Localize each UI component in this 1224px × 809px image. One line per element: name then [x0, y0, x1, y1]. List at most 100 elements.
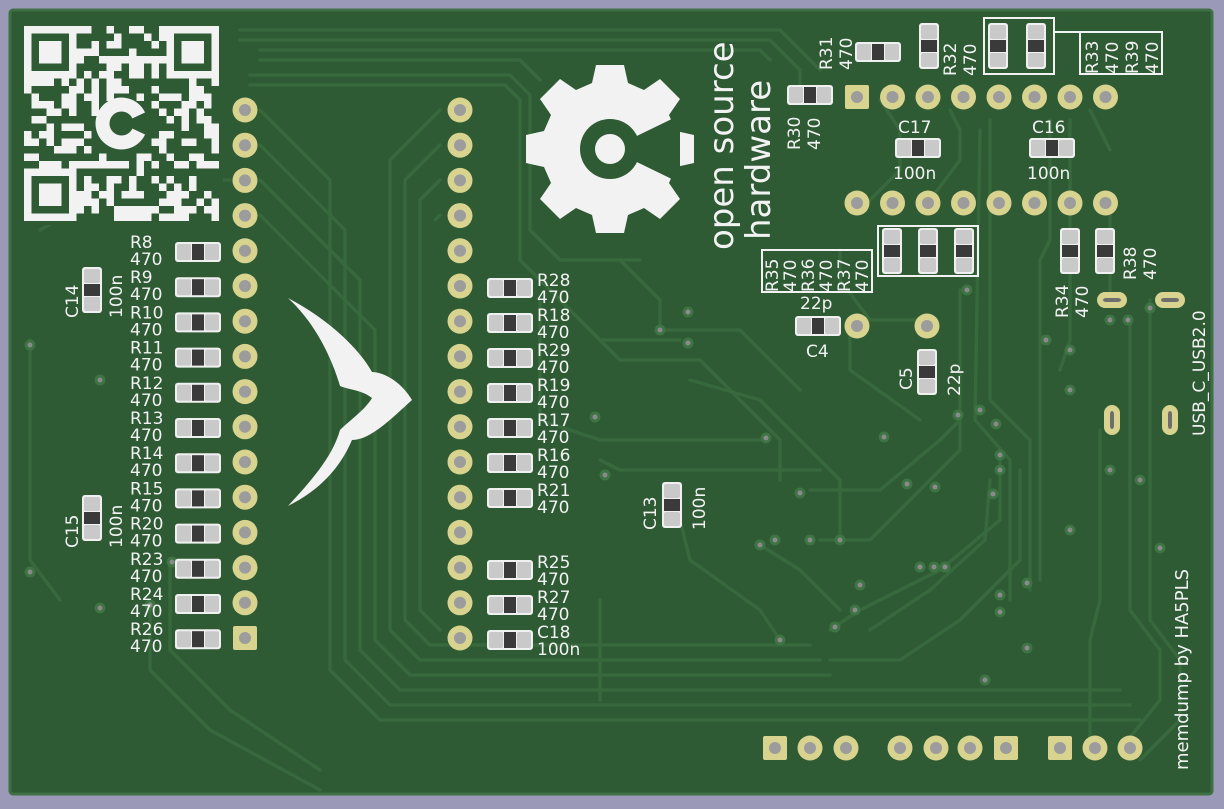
capacitor-C4 [795, 316, 841, 336]
qr-module [31, 153, 39, 161]
resistor-left-gap [192, 384, 204, 401]
label-R26-value: 470 [130, 637, 162, 657]
capacitor-C14 [82, 267, 102, 313]
vias [24, 284, 1166, 686]
qr-module [84, 131, 92, 139]
resistor-left-pad [177, 349, 191, 366]
qr-module [91, 93, 99, 101]
resistor-right [487, 595, 533, 615]
capacitor-C17-pad [925, 140, 939, 156]
qr-module [24, 86, 32, 94]
smd-components [82, 23, 1115, 650]
qr-module [114, 56, 122, 64]
qr-module [211, 198, 219, 206]
qr-module [181, 108, 189, 116]
resistor-right-gap [504, 420, 516, 436]
label-R30-value: 470 [805, 118, 825, 150]
qr-module [204, 101, 212, 109]
resistor-left [175, 488, 221, 509]
qr-module [84, 71, 92, 79]
label-C18-ref: C18 [537, 623, 571, 643]
via-hole [27, 342, 33, 348]
qr-module [106, 71, 114, 79]
qr-module [106, 161, 114, 169]
label-R38-ref: R38 [1121, 247, 1141, 280]
qr-module [106, 183, 114, 191]
resistor-left-gap [192, 560, 204, 577]
qr-module [204, 191, 212, 199]
qr-finder-core [39, 183, 62, 206]
via-hole [1067, 347, 1073, 353]
bottom-pin-hole [1124, 742, 1136, 754]
qr-module [151, 71, 159, 79]
pin-left-hole [239, 280, 251, 292]
pin-right-hole [454, 632, 466, 644]
label-R9-value: 470 [130, 285, 162, 305]
capacitor-C15-gap [84, 512, 100, 524]
via-hole [852, 607, 858, 613]
pin-right-hole [454, 139, 466, 152]
resistor-right-pad [517, 455, 531, 471]
pin-right-hole [454, 456, 466, 468]
label-R30-ref: R30 [785, 117, 805, 150]
qr-module [84, 26, 92, 34]
resistor-left [175, 453, 221, 474]
qr-module [69, 123, 77, 131]
qr-module [84, 93, 92, 101]
qr-module [39, 78, 47, 86]
header-top-hole [1064, 91, 1076, 103]
qr-module [136, 206, 144, 214]
qr-module [189, 176, 197, 184]
qr-module [76, 198, 84, 206]
qr-module [189, 86, 197, 94]
qr-module [159, 131, 167, 139]
pin-left-hole [239, 420, 251, 433]
pin-right-hole [454, 104, 466, 116]
qr-module [69, 161, 77, 169]
via-hole [1137, 477, 1143, 483]
pin-right-hole [454, 596, 466, 609]
label-R17-value: 470 [537, 428, 569, 448]
label-R29-ref: R29 [537, 341, 570, 361]
qr-module [121, 213, 129, 221]
qr-module [189, 183, 197, 191]
capacitor-C5-pad [919, 351, 935, 365]
qr-module [144, 56, 152, 64]
qr-module [181, 116, 189, 124]
qr-module [54, 108, 62, 116]
resistor-R30-pad [817, 87, 831, 103]
qr-module [114, 86, 122, 94]
resistor-right [487, 348, 533, 368]
label-C5-value: 22p [945, 364, 965, 396]
qr-module [159, 146, 167, 154]
resistor-R36-pad [920, 230, 936, 244]
open-source-hardware-gear-icon [526, 65, 694, 233]
resistor-R37-gap [956, 245, 972, 257]
qr-module [91, 183, 99, 191]
qr-module [129, 71, 137, 79]
qr-module [46, 108, 54, 116]
qr-module [151, 86, 159, 94]
via-hole [1067, 527, 1073, 533]
qr-module [166, 191, 174, 199]
capacitor-C14-pad [84, 297, 100, 311]
qr-module [106, 41, 114, 49]
qr-module [204, 206, 212, 214]
capacitor-C13-pad [664, 512, 680, 526]
capacitor-C14-pad [84, 269, 100, 283]
usb-shield-slot [1168, 411, 1172, 429]
pin-right-hole [454, 350, 466, 363]
label-R32-ref: R32 [941, 43, 961, 76]
resistor-R33-gap [990, 40, 1006, 52]
qr-module [129, 48, 137, 56]
qr-module [129, 191, 137, 199]
resistor-R37-pad [956, 258, 972, 272]
qr-module [159, 108, 167, 116]
qr-module [76, 26, 84, 34]
label-R29-value: 470 [537, 358, 569, 378]
resistor-R34-gap [1062, 245, 1078, 257]
capacitor-C15-pad [84, 525, 100, 539]
label-R37-value: 470 [853, 260, 873, 292]
pin-right-hole [454, 174, 466, 187]
qr-module [76, 206, 84, 214]
